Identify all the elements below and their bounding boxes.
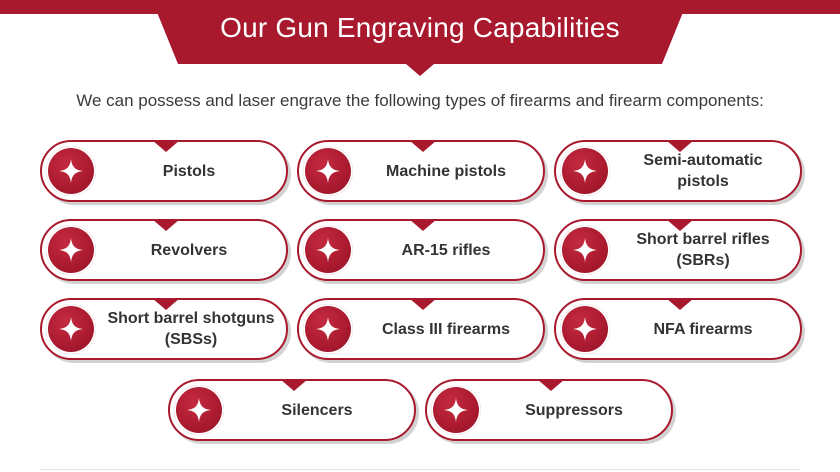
card-notch (409, 140, 437, 152)
card-label: Pistols (162, 162, 216, 180)
capability-card-silencers: Silencers (168, 379, 416, 441)
badge (303, 225, 353, 275)
sparkle-icon (59, 159, 83, 183)
bottom-divider (40, 469, 800, 470)
capability-card-machine-pistols: Machine pistols (297, 140, 545, 202)
card-notch (280, 379, 308, 391)
sparkle-icon (573, 317, 597, 341)
sparkle-icon (316, 238, 340, 262)
intro-text: We can possess and laser engrave the fol… (76, 91, 764, 110)
sparkle-icon (316, 317, 340, 341)
card-notch (666, 219, 694, 231)
card-label: Silencers (281, 401, 353, 419)
badge (303, 146, 353, 196)
capability-card-nfa-firearms: NFA firearms (554, 298, 802, 360)
card-notch (152, 140, 180, 152)
card-label: Machine pistols (385, 162, 507, 180)
badge (174, 385, 224, 435)
card-label: Semi-automatic pistols (643, 152, 763, 190)
card-notch (152, 219, 180, 231)
badge (431, 385, 481, 435)
sparkle-icon (59, 238, 83, 262)
capability-card-semi-automatic-pistols: Semi-automatic pistols (554, 140, 802, 202)
badge (46, 304, 96, 354)
sparkle-icon (573, 159, 597, 183)
card-label: Class III firearms (381, 320, 511, 338)
capability-card-short-barrel-rifles: Short barrel rifles (SBRs) (554, 219, 802, 281)
badge (560, 146, 610, 196)
card-notch (666, 298, 694, 310)
sparkle-icon (444, 398, 468, 422)
card-label: Short barrel rifles (SBRs) (636, 231, 770, 269)
card-notch (409, 219, 437, 231)
title-banner: Our Gun Engraving Capabilities (152, 0, 688, 76)
capability-card-ar15-rifles: AR-15 rifles (297, 219, 545, 281)
banner-shape (152, 0, 688, 76)
sparkle-icon (316, 159, 340, 183)
capability-card-pistols: Pistols (40, 140, 288, 202)
card-notch (537, 379, 565, 391)
card-label: Short barrel shotguns (SBSs) (107, 310, 275, 348)
badge (560, 225, 610, 275)
capability-card-short-barrel-shotguns: Short barrel shotguns (SBSs) (40, 298, 288, 360)
capability-card-suppressors: Suppressors (425, 379, 673, 441)
card-label: Suppressors (525, 401, 623, 419)
badge (46, 146, 96, 196)
card-notch (152, 298, 180, 310)
capability-card-class-iii-firearms: Class III firearms (297, 298, 545, 360)
card-notch (666, 140, 694, 152)
card-label: Revolvers (150, 241, 228, 259)
sparkle-icon (573, 238, 597, 262)
sparkle-icon (59, 317, 83, 341)
card-label: AR-15 rifles (401, 241, 491, 259)
card-label: NFA firearms (653, 320, 753, 338)
capability-card-revolvers: Revolvers (40, 219, 288, 281)
badge (46, 225, 96, 275)
badge (303, 304, 353, 354)
badge (560, 304, 610, 354)
page-title: Our Gun Engraving Capabilities (220, 12, 620, 43)
sparkle-icon (187, 398, 211, 422)
card-notch (409, 298, 437, 310)
